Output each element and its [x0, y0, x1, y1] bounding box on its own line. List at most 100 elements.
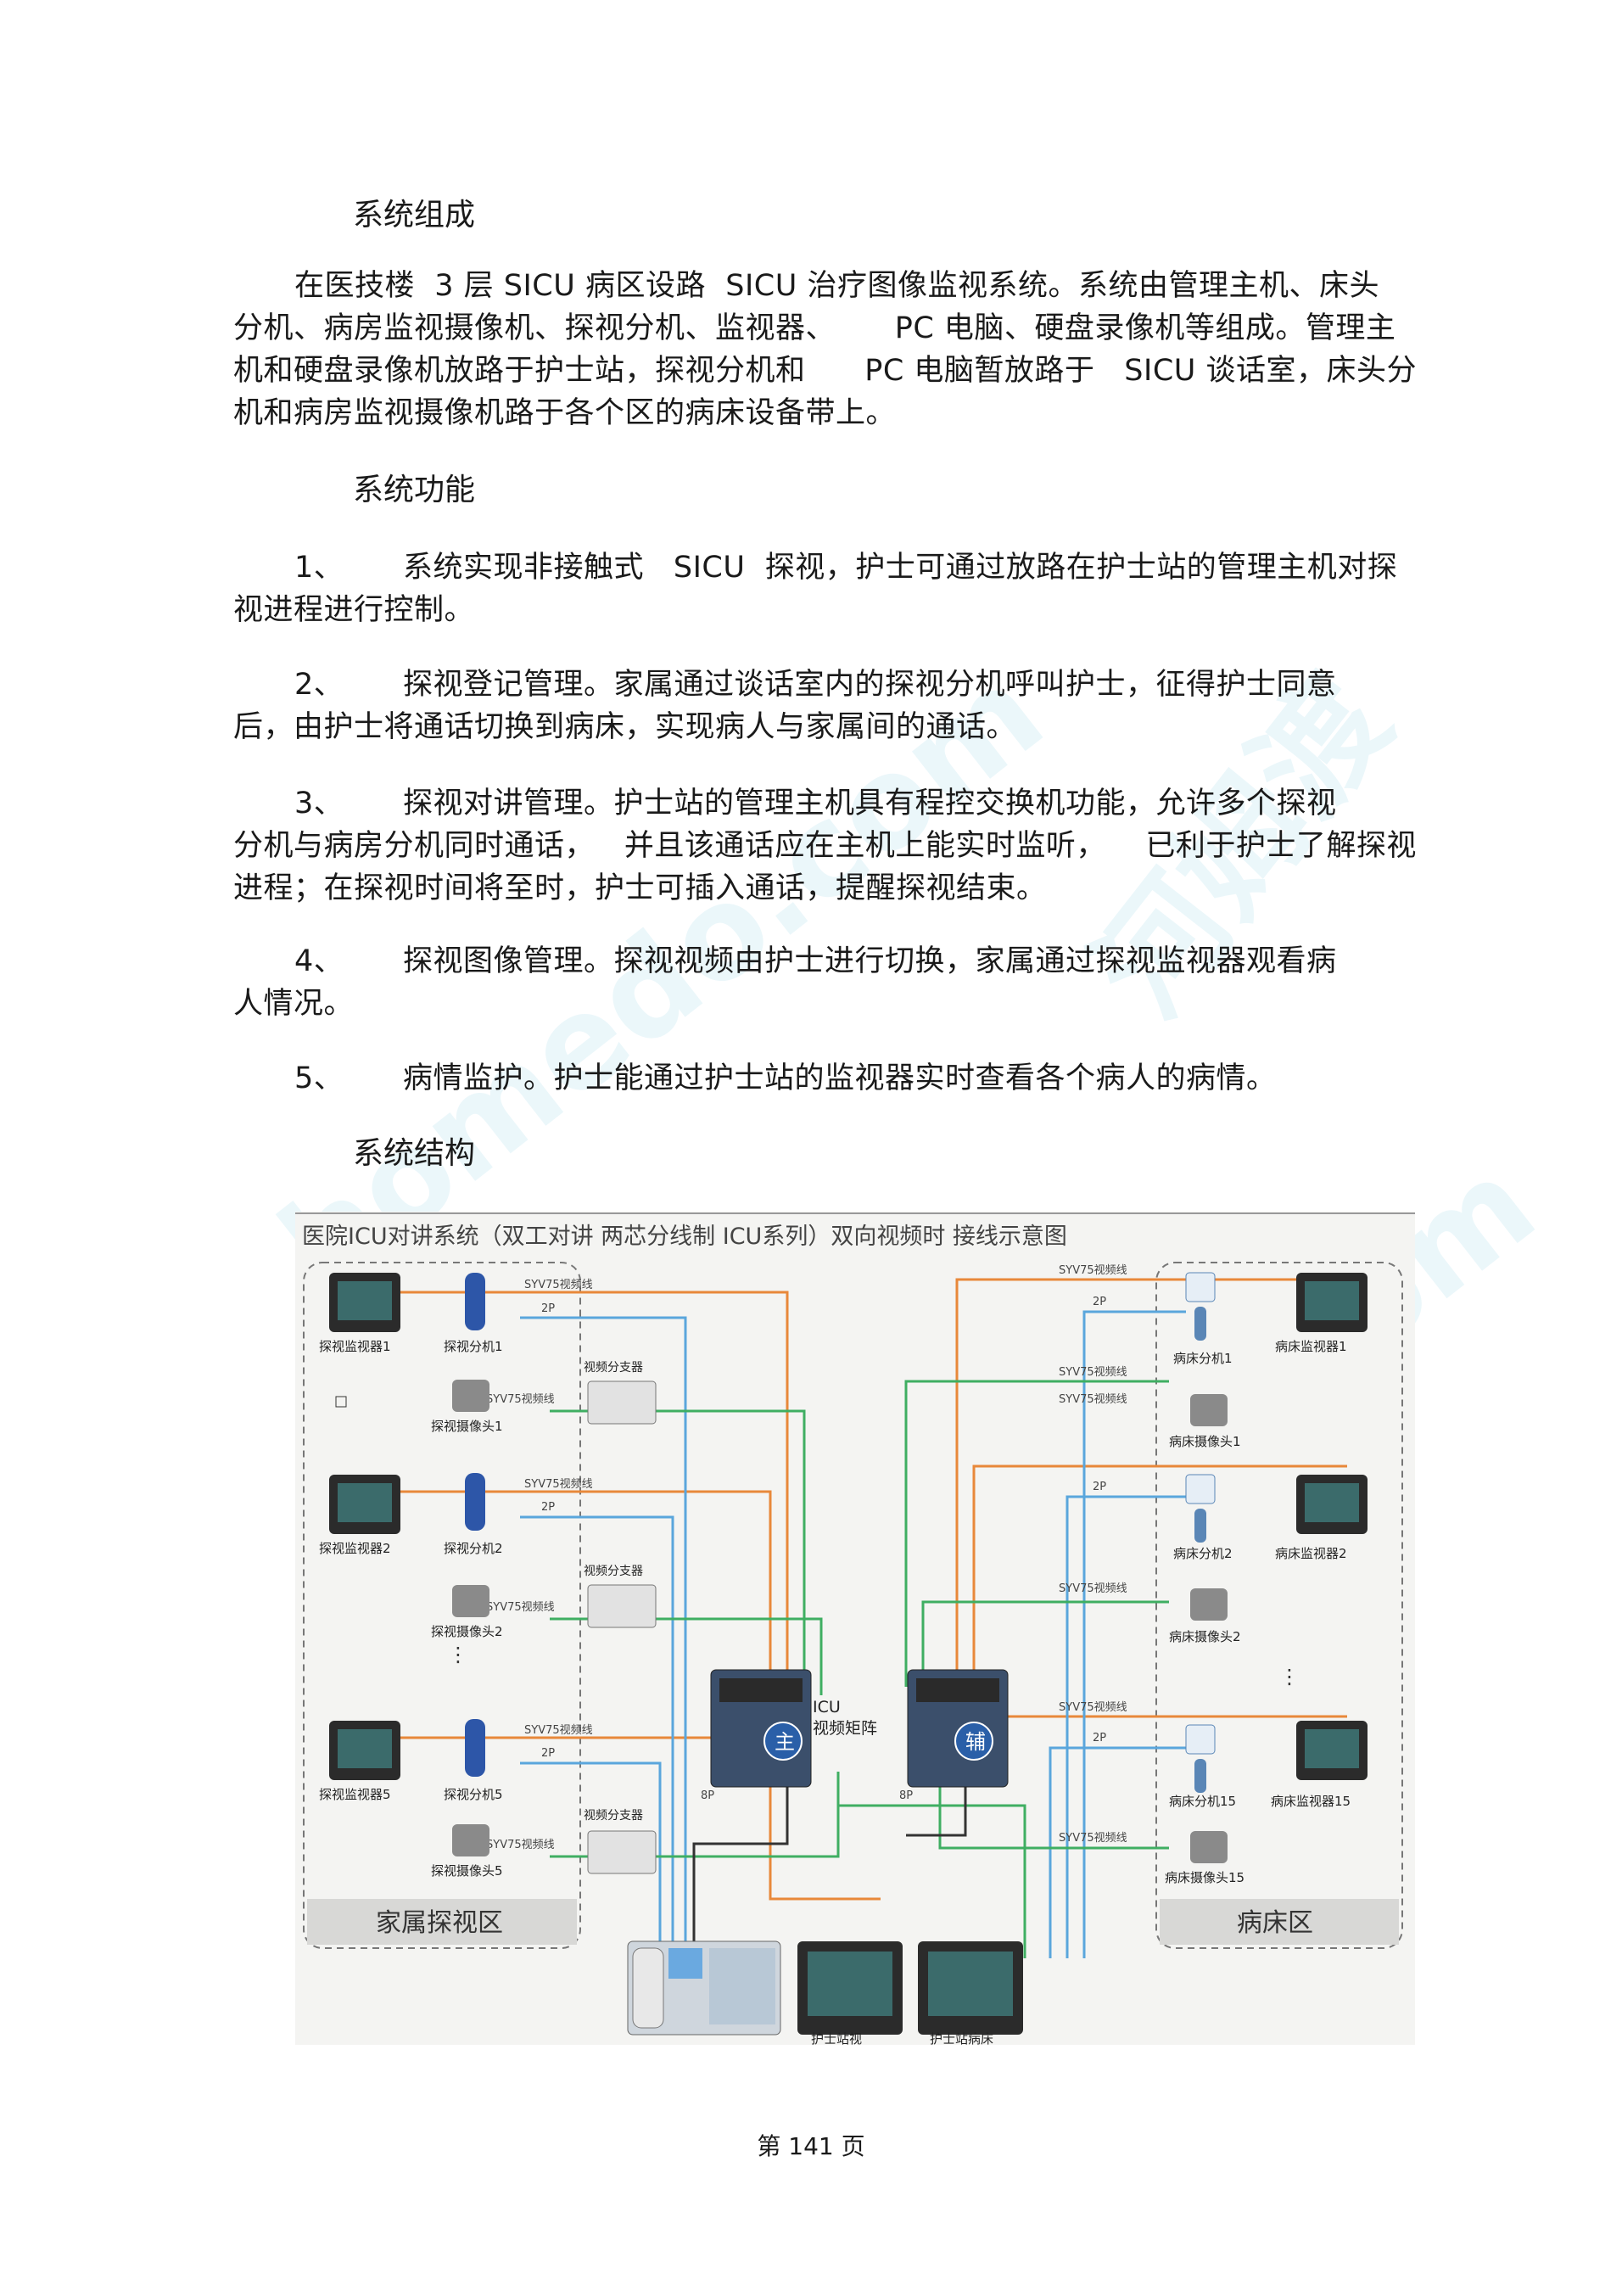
section-heading-composition: 系统组成: [353, 198, 476, 232]
svg-text:SYV75视频线: SYV75视频线: [524, 1724, 593, 1737]
matrix-ports: [719, 1678, 803, 1702]
bed-unit-1: 病床分机1 病床监视器1 病床摄像头1: [1169, 1272, 1368, 1449]
checkbox-mark: [335, 1396, 347, 1408]
visitor-unit-5: 探视监视器5 探视分机5 探视摄像头5 视频分支器: [319, 1719, 657, 1879]
nurse-monitor-label: 护士站视: [811, 2031, 862, 2045]
item-text: 病情监护。护士能通过护士站的监视器实时查看各个病人的病情。: [403, 1061, 1277, 1095]
item-text: 探视对讲管理。护士站的管理主机具有程控交换机功能，允许多个探视: [403, 787, 1337, 820]
paragraph-line: 视进程进行控制。: [233, 593, 475, 627]
matrix-label-2: 视频矩阵: [813, 1719, 877, 1738]
splitter-label: 视频分支器: [584, 1361, 643, 1375]
paragraph-line: 分机与病房分机同时通话， 并且该通话应在主机上能实时监听， 已利于护士了解探视: [233, 829, 1417, 863]
function-item-5: 5、 病情监护。护士能通过护士站的监视器实时查看各个病人的病情。: [233, 1057, 1412, 1100]
bed-monitor-label: 病床监视器1: [1275, 1339, 1347, 1354]
visitor-unit-1: 探视监视器1 探视分机1 探视摄像头1 视频分支器: [319, 1273, 657, 1434]
camera-icon: [452, 1585, 489, 1617]
svg-text:SYV75视频线: SYV75视频线: [486, 1393, 555, 1406]
paragraph-line: 在医技楼 3 层 SICU 病区设路 SICU 治疗图像监视系统。系统由管理主机…: [294, 269, 1379, 303]
splitter-icon: [587, 1380, 657, 1425]
main-badge: 主: [775, 1730, 795, 1754]
item-number: 4、: [294, 944, 344, 978]
paragraph-line: 机和硬盘录像机放路于护士站，探视分机和 PC 电脑暂放路于 SICU 谈话室，床…: [233, 354, 1418, 388]
camera-icon: [1190, 1831, 1228, 1863]
svg-text:2P: 2P: [1093, 1296, 1106, 1308]
bed-camera-label: 病床摄像头15: [1165, 1870, 1244, 1885]
svg-text:SYV75视频线: SYV75视频线: [1059, 1264, 1127, 1277]
bed-phone-icon: [1185, 1474, 1216, 1504]
paragraph-line: 进程；在探视时间将至时，护士可插入通话，提醒探视结束。: [233, 871, 1047, 905]
monitor-label: 探视监视器2: [319, 1541, 391, 1556]
bed-phone-label: 病床分机2: [1173, 1546, 1233, 1561]
aux-badge-circle: [954, 1722, 993, 1761]
svg-text:2P: 2P: [541, 1747, 555, 1760]
svg-text:2P: 2P: [541, 1302, 555, 1315]
phone-label: 探视分机1: [444, 1339, 503, 1354]
camera-label: 探视摄像头2: [431, 1624, 503, 1639]
paragraph-line: 4、探视图像管理。探视视频由护士进行切换，家属通过探视监视器观看病: [233, 940, 1412, 983]
paragraph-line: 分机、病房监视摄像机、探视分机、监视器、 PC 电脑、硬盘录像机等组成。管理主: [233, 311, 1396, 345]
svg-text:2P: 2P: [1093, 1732, 1106, 1744]
item-number: 2、: [294, 668, 344, 702]
function-item-2: 2、 探视登记管理。家属通过谈话室内的探视分机呼叫护士，征得护士同意 后，由护士将…: [233, 664, 1412, 748]
bed-handset-icon: [1194, 1307, 1206, 1341]
svg-text:SYV75视频线: SYV75视频线: [524, 1279, 593, 1291]
bed-camera-label: 病床摄像头2: [1169, 1629, 1241, 1644]
camera-icon: [452, 1380, 489, 1412]
nurse-console: [627, 1940, 781, 2036]
section-heading-functions: 系统功能: [353, 473, 476, 507]
svg-text:SYV75视频线: SYV75视频线: [1059, 1366, 1127, 1379]
splitter-icon: [587, 1830, 657, 1874]
phone-icon: [465, 1473, 485, 1531]
phone-icon: [465, 1273, 485, 1330]
monitor-label: 探视监视器1: [319, 1339, 391, 1354]
console-handset: [632, 1947, 664, 2029]
visitor-zone: [303, 1262, 581, 1949]
item-text: 探视登记管理。家属通过谈话室内的探视分机呼叫护士，征得护士同意: [403, 668, 1337, 702]
monitor-screen: [808, 1952, 892, 2016]
svg-text:8P: 8P: [899, 1789, 913, 1802]
phone-icon: [465, 1719, 485, 1777]
item-number: 3、: [294, 787, 344, 820]
nurse-monitor-label: 护士站病床: [930, 2031, 993, 2045]
ellipsis-vertical: ⋮: [1279, 1665, 1300, 1688]
dark-cables: [692, 1772, 967, 1958]
phone-label: 探视分机2: [444, 1541, 503, 1556]
monitor-screen: [1305, 1483, 1359, 1522]
bed-unit-15: 病床分机15 病床监视器15 病床摄像头15: [1165, 1721, 1368, 1885]
camera-icon: [452, 1824, 489, 1856]
paragraph-line: 5、 病情监护。护士能通过护士站的监视器实时查看各个病人的病情。: [233, 1057, 1412, 1100]
matrix-main: 主: [710, 1669, 812, 1788]
svg-text:2P: 2P: [1093, 1481, 1106, 1493]
matrix-label-1: ICU: [813, 1698, 841, 1716]
item-number: 1、: [294, 551, 344, 585]
cable-labels: SYV75视频线 2P SYV75视频线 SYV75视频线 2P SYV75视频…: [486, 1264, 1127, 1851]
bed-monitor-label: 病床监视器2: [1275, 1546, 1347, 1561]
main-badge-circle: [763, 1722, 803, 1761]
function-item-3: 3、 探视对讲管理。护士站的管理主机具有程控交换机功能，允许多个探视 分机与病房分…: [233, 782, 1417, 910]
nurse-monitor-visit: 护士站视: [797, 1941, 903, 2047]
monitor-label: 探视监视器5: [319, 1787, 391, 1802]
paragraph-line: 2、 探视登记管理。家属通过谈话室内的探视分机呼叫护士，征得护士同意: [233, 664, 1412, 706]
bed-unit-2: 病床分机2 病床监视器2 病床摄像头2 ⋮: [1169, 1474, 1368, 1688]
paragraph-line: 机和病房监视摄像机路于各个区的病床设备带上。: [233, 396, 897, 430]
visitor-zone-label-bar: [307, 1899, 577, 1945]
matrix-ports: [916, 1678, 999, 1702]
bed-monitor-label: 病床监视器15: [1271, 1794, 1351, 1809]
item-number: 5、: [294, 1061, 344, 1095]
bed-phone-label: 病床分机15: [1169, 1794, 1236, 1809]
bed-zone: [1155, 1262, 1403, 1949]
paragraph-line: 后，由护士将通话切换到病床，实现病人与家属间的通话。: [233, 710, 1017, 744]
svg-text:SYV75视频线: SYV75视频线: [486, 1839, 555, 1851]
section-heading-structure: 系统结构: [353, 1136, 476, 1171]
diagram-title: 医院ICU对讲系统（双工对讲 两芯分线制 ICU系列）双向视频时 接线示意图: [302, 1224, 1067, 1250]
camera-icon: [1190, 1394, 1228, 1426]
composition-paragraph: 在医技楼 3 层 SICU 病区设路 SICU 治疗图像监视系统。系统由管理主机…: [233, 265, 1418, 434]
splitter-icon: [587, 1584, 657, 1628]
blue-cables: [520, 1310, 1186, 1958]
monitor-screen: [338, 1729, 392, 1768]
visitor-zone-label: 家属探视区: [376, 1908, 503, 1938]
monitor-screen: [338, 1281, 392, 1320]
paragraph-line: 人情况。: [233, 987, 355, 1021]
bed-zone-label-bar: [1160, 1899, 1399, 1945]
paragraph-line: 3、 探视对讲管理。护士站的管理主机具有程控交换机功能，允许多个探视: [233, 782, 1412, 825]
